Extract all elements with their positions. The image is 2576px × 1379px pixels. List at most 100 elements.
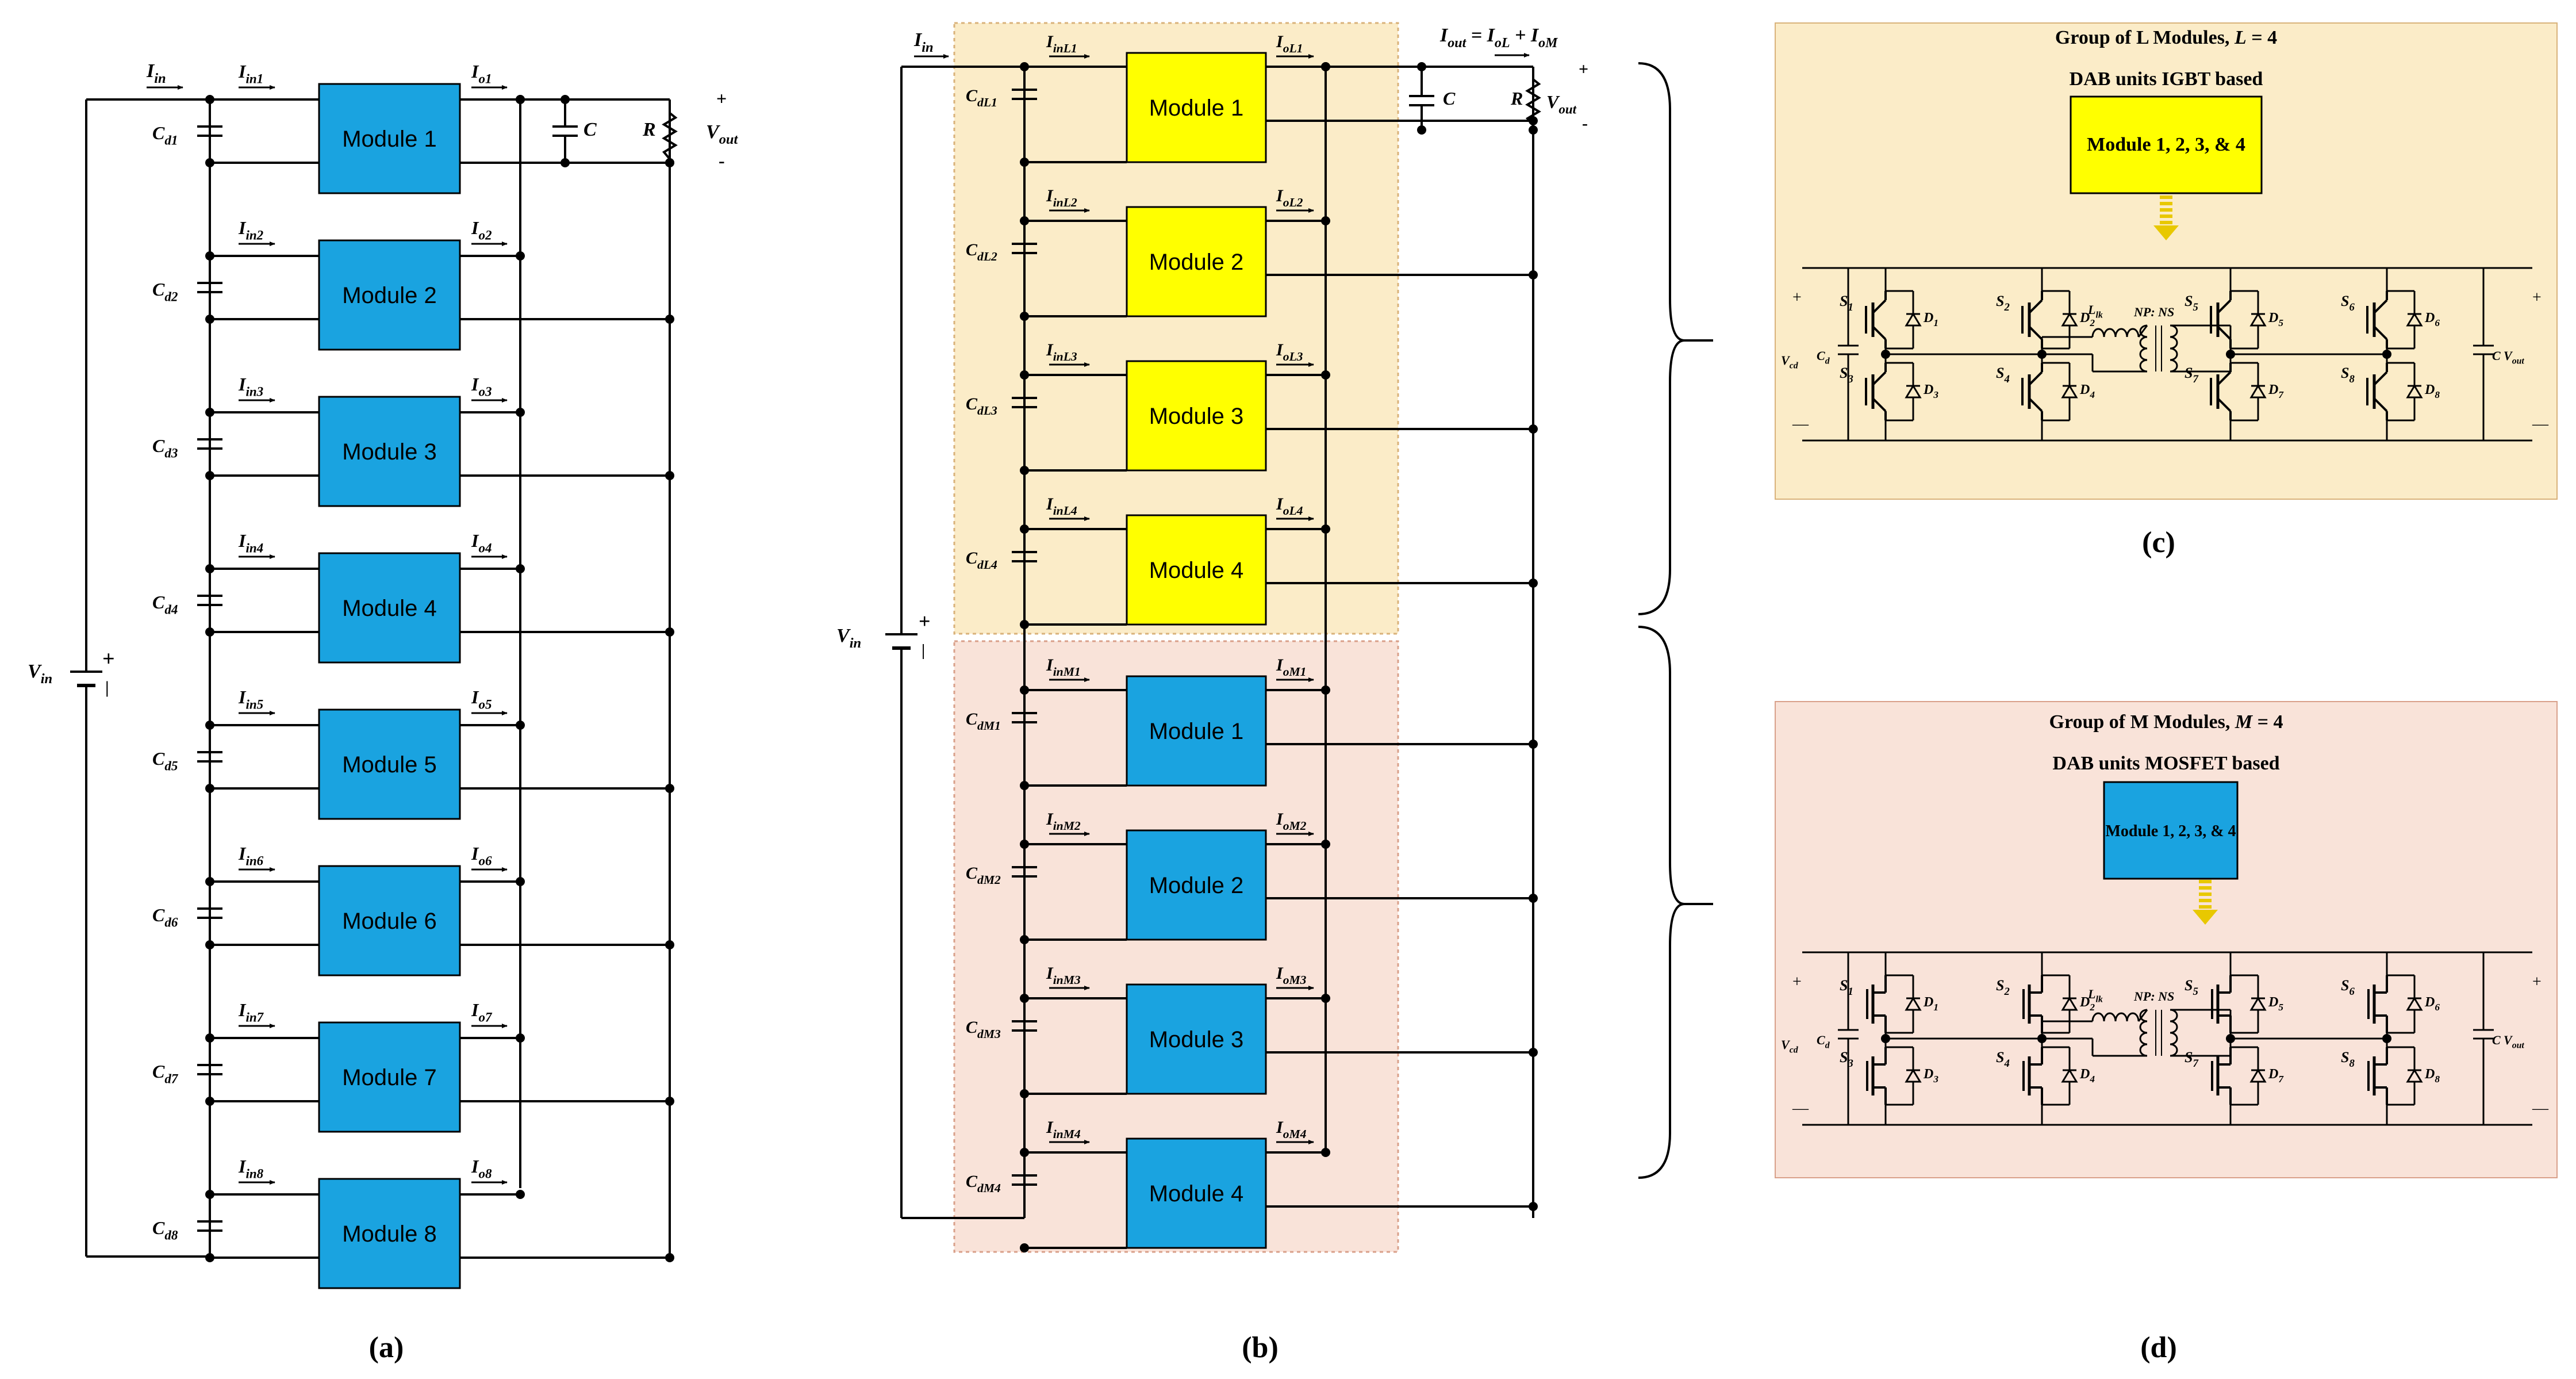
igbt-collector [2373,299,2388,314]
junction-dot [1321,685,1330,695]
panel-c-title: Group of L Modules, L = 4 [2055,27,2277,48]
switch-label-S8: S8 [2341,365,2355,385]
leakage-inductor [2091,328,2140,338]
iin-label-inM4: IinM4 [1046,1118,1081,1141]
junction-dot [1020,466,1029,475]
junction-dot [1020,935,1029,944]
igbt-collector [2373,371,2388,386]
io-label-8: Io8 [471,1156,492,1181]
junction-dot [1321,994,1330,1003]
io-label-5: Io5 [471,687,492,712]
junction-dot [1321,62,1330,71]
igbt-emitter [2373,397,2388,412]
diode-label-D3: D3 [1923,1067,1938,1085]
iin-label-inM3: IinM3 [1046,964,1081,987]
output-capacitor [552,108,578,154]
module-label: Module 2 [1149,250,1244,275]
io-label-oL1: IoL1 [1276,32,1303,55]
switch-label-S7: S7 [2185,365,2198,385]
switch-label-S6: S6 [2341,293,2355,313]
junction-dot [1321,370,1330,380]
panel-c-module-box [2070,95,2263,194]
iout-equation: Iout = IoL + IoM [1439,25,1558,51]
vout-label: Vout [2504,348,2524,366]
junction-dot [1529,116,1538,125]
cap-out-label: C [1443,88,1456,109]
vin-minus: | [105,678,109,697]
junction-dot [516,408,525,417]
iin-label: Iin [913,29,934,55]
module-label: Module 1 [1149,719,1244,744]
out-plus: + [2532,289,2542,307]
diode-label-D1: D1 [1923,995,1938,1013]
io-label-3: Io3 [471,374,492,399]
diode-label-D7: D7 [2268,382,2284,400]
module-5 [318,708,461,820]
module-inL4 [1126,514,1267,626]
module-label: Module 3 [1149,1027,1244,1052]
junction-dot [665,158,674,167]
junction-dot [665,627,674,637]
junction-dot [1321,1148,1330,1157]
junction-dot [1020,994,1029,1003]
junction-dot [1321,840,1330,849]
leakage-inductor [2091,1012,2140,1022]
junction-dot [516,251,525,261]
junction-dot [1020,216,1029,225]
junction-dot [205,1253,214,1262]
cap-label-8: Cd8 [152,1217,178,1243]
iin-label-7: Iin7 [238,999,264,1025]
iin-label-inM1: IinM1 [1046,656,1081,679]
iin-label-3: Iin3 [238,374,263,399]
igbt-collector [2217,371,2232,386]
module-inL2 [1126,206,1267,317]
diode-label-D5: D5 [2268,995,2283,1013]
res-zigzag [662,112,678,160]
io-label-oM1: IoM1 [1276,656,1306,679]
junction-dot [1020,1148,1029,1157]
junction-dot [516,95,525,104]
switch-label-S1: S1 [1840,293,1853,313]
junction-dot [665,940,674,949]
cap-label-6: Cd6 [152,905,178,930]
cap-out-label: C [583,119,597,140]
switch-label-S2: S2 [1996,293,2010,313]
diode-label-D4: D4 [2079,1067,2095,1085]
switch-label-S5: S5 [2185,293,2198,313]
vin-plus: + [102,647,115,671]
in-plus: + [1792,289,1802,307]
switch-label-S6: S6 [2341,977,2355,998]
junction-dot [1020,1243,1029,1252]
io-label-6: Io6 [471,843,492,868]
switch-label-S8: S8 [2341,1049,2355,1070]
junction-dot [1529,1048,1538,1057]
out-minus: — [2532,415,2549,433]
out-minus: — [2532,1100,2549,1117]
junction-dot [1020,370,1029,380]
cap-label-dM2: CdM2 [966,864,1001,887]
junction-dot [516,1033,525,1043]
diode-label-D8: D8 [2424,1067,2440,1085]
junction-dot [665,1097,674,1106]
panel-d-module-label: Module 1, 2, 3, & 4 [2105,822,2236,840]
junction-dot [1020,1089,1029,1098]
junction-dot [205,471,214,480]
io-label-1: Io1 [471,61,492,86]
junction-dot [1020,685,1029,695]
vin-label: Vin [836,625,861,651]
iin-label-inL4: IinL4 [1046,495,1077,518]
vout-label: Vout [706,121,739,147]
diode-label-D3: D3 [1923,382,1938,400]
vout-minus: - [1582,114,1588,133]
igbt-emitter [2373,325,2388,340]
diode-label-D6: D6 [2424,311,2440,328]
cap-label-dL3: CdL3 [966,394,997,417]
module-label: Module 2 [342,283,437,308]
junction-dot [516,564,525,573]
junction-dot [205,784,214,793]
diode-label-D7: D7 [2268,1067,2284,1085]
